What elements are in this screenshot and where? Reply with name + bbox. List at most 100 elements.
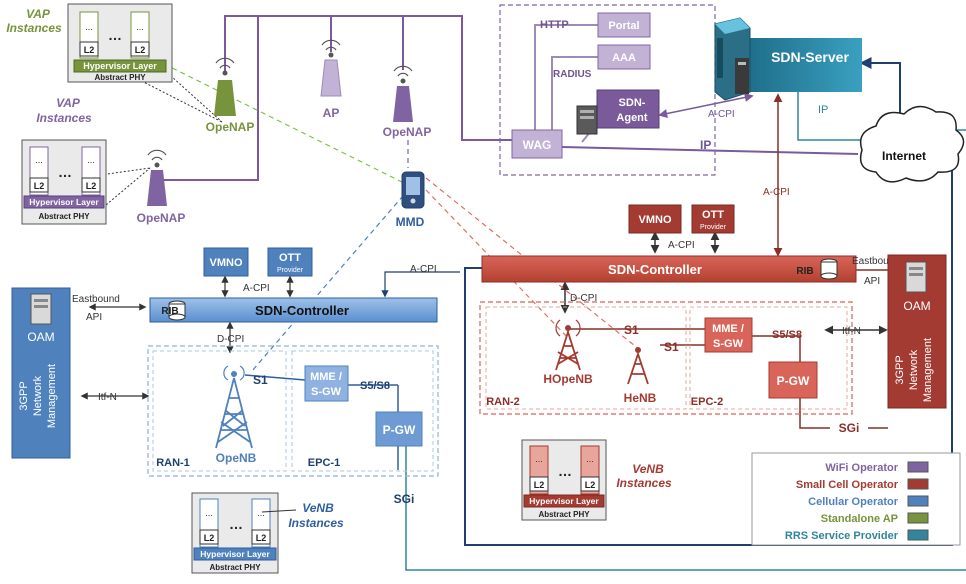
- mmd-label: MMD: [396, 215, 425, 229]
- sc-vmno-box[interactable]: [628, 204, 682, 234]
- sc-ott-box[interactable]: [691, 204, 735, 234]
- cell-mgmt-line3: Management: [46, 364, 58, 428]
- venb2-dots-2: ...: [586, 454, 594, 464]
- vap-left-hypervisor: Hypervisor Layer: [29, 197, 99, 207]
- legend-swatch: [907, 495, 929, 507]
- cell-mme-box[interactable]: [304, 365, 349, 402]
- cell-vmno-box[interactable]: [203, 247, 249, 277]
- cellular-lines: [244, 374, 399, 470]
- sc-oam-server-icon: [905, 261, 927, 293]
- venb-instances-ran2: ... ... … L2 L2 Hypervisor Layer Abstrac…: [521, 439, 672, 521]
- cell-sdn-controller[interactable]: [149, 297, 438, 323]
- cell-vmno-label: VMNO: [210, 257, 243, 269]
- vap-instances-left: ... ... … L2 L2 Hypervisor Layer Abstrac…: [21, 96, 107, 225]
- sdn-agent-box[interactable]: [596, 89, 660, 129]
- sdn-server[interactable]: SDN-Server IP: [714, 17, 862, 116]
- epc1-region: [291, 350, 434, 472]
- standalone-ap[interactable]: AP: [320, 39, 342, 120]
- sc-pgw-box[interactable]: [768, 361, 818, 399]
- legend-label: Small Cell Operator: [796, 479, 899, 491]
- venb1-dots-1: ...: [205, 508, 213, 518]
- venb1-dots-2: ...: [257, 508, 265, 518]
- internet-cloud: Internet: [859, 105, 965, 183]
- cell-pgw-label: P-GW: [383, 423, 416, 437]
- cell-ott-label: OTT: [279, 252, 301, 264]
- openap-top[interactable]: OpeNAP: [206, 57, 255, 134]
- vap-top-l2-1: L2: [84, 45, 95, 55]
- legend-label: Standalone AP: [821, 513, 898, 525]
- legend-label: RRS Service Provider: [785, 530, 899, 542]
- vap-top-dots-1: ...: [85, 22, 93, 32]
- venb1-ellipsis: …: [229, 516, 243, 532]
- sc-s1-label-2: S1: [664, 340, 679, 354]
- epc2-label: EPC-2: [691, 396, 723, 408]
- wifi-acpi-label: A-CPI: [708, 109, 735, 120]
- vap-top-l2-2: L2: [135, 45, 146, 55]
- openb-tower[interactable]: OpeNB: [215, 365, 257, 465]
- venb1-phy: Abstract PHY: [209, 563, 261, 572]
- sc-s1-label-1: S1: [624, 323, 639, 337]
- henb-tower[interactable]: HeNB: [624, 347, 657, 405]
- sc-mme-box[interactable]: [704, 317, 753, 353]
- wifi-operator: HTTP Portal AAA RADIUS SDN- Agent WAG A-…: [511, 12, 735, 159]
- openap-left[interactable]: OpeNAP: [137, 149, 186, 225]
- sc-pgw-label: P-GW: [777, 374, 810, 388]
- cell-mme-label-1: MME /: [310, 371, 342, 383]
- vap-top-hypervisor: Hypervisor Layer: [83, 61, 157, 71]
- vap-left-phy: Abstract PHY: [38, 212, 90, 221]
- venb2-title2: Instances: [616, 476, 672, 490]
- sc-sdn-controller[interactable]: [481, 255, 857, 283]
- server-tower-icon: [714, 17, 751, 101]
- server-acpi-label: A-CPI: [763, 187, 790, 198]
- legend-label: Cellular Operator: [808, 496, 899, 508]
- sc-oam-label: OAM: [903, 299, 930, 313]
- portal-box[interactable]: [597, 12, 651, 38]
- sdn-server-label: SDN-Server: [771, 49, 849, 65]
- hopenb-label: HOpeNB: [543, 372, 593, 386]
- sc-ott-sub: Provider: [700, 224, 727, 231]
- small-cell-lines: [560, 93, 900, 429]
- cell-ott-box[interactable]: [267, 247, 313, 277]
- aaa-box[interactable]: [597, 44, 651, 70]
- cell-s5s8-label: S5/S8: [360, 380, 390, 392]
- cell-acpi-label: A-CPI: [243, 283, 270, 294]
- server-ip-label: IP: [818, 104, 828, 116]
- openap-mid-label: OpeNAP: [383, 125, 432, 139]
- aaa-label: AAA: [612, 52, 636, 64]
- openap-mid[interactable]: OpeNAP: [383, 65, 432, 139]
- hopenb-tower[interactable]: HOpeNB: [543, 319, 593, 386]
- venb1-title: VeNB: [302, 501, 334, 515]
- wag-box[interactable]: [511, 129, 563, 159]
- vap-left-dots-2: ...: [87, 155, 95, 165]
- venb1-title2: Instances: [288, 516, 344, 530]
- small-cell-region: [479, 301, 853, 415]
- sc-s5s8-label: S5/S8: [772, 329, 802, 341]
- henb-label: HeNB: [624, 391, 657, 405]
- vap-top-title: VAP: [26, 7, 51, 21]
- internet-lines: [464, 57, 953, 546]
- cell-mgmt-line1: 3GPP: [18, 381, 30, 410]
- wifi-backbone-lines: [157, 15, 859, 181]
- venb2-dots-1: ...: [535, 454, 543, 464]
- vap-top-phy: Abstract PHY: [94, 73, 146, 82]
- vap-left-ellipsis: …: [58, 164, 72, 180]
- vap-left-title: VAP: [56, 96, 81, 110]
- vap-left-l2-2: L2: [86, 181, 97, 191]
- epc1-label: EPC-1: [308, 457, 340, 469]
- venb-instances-ran1: ... ... … L2 L2 Hypervisor Layer Abstrac…: [191, 492, 344, 574]
- sc-acpi-label: A-CPI: [668, 240, 695, 251]
- sc-mgmt-line2: Network: [908, 349, 920, 390]
- wifi-acpi-arrow: [658, 93, 754, 118]
- ran2-label: RAN-2: [486, 396, 520, 408]
- cell-oam-server-icon: [30, 293, 52, 325]
- sc-rib-label: RIB: [796, 266, 813, 277]
- cellular-operator: VMNO OTT Provider A-CPI A-CPI SDN-Contro…: [11, 247, 438, 506]
- epc2-region: [689, 306, 848, 410]
- mmd-device[interactable]: MMD: [396, 171, 425, 229]
- cell-pgw-box[interactable]: [375, 411, 423, 447]
- cell-s1-label: S1: [253, 373, 268, 387]
